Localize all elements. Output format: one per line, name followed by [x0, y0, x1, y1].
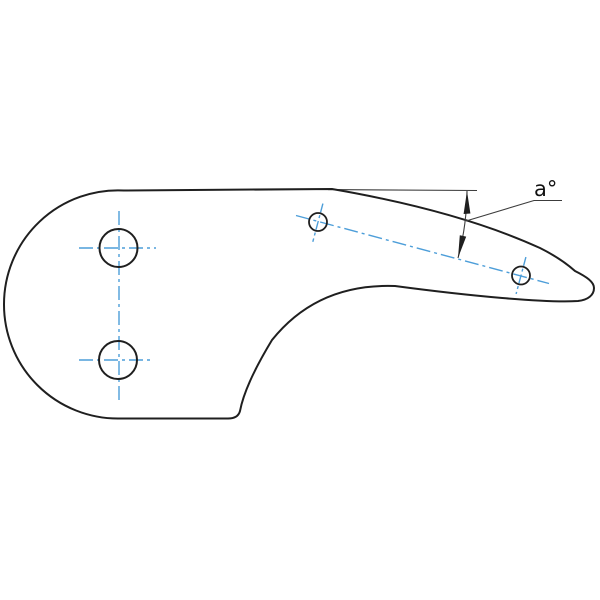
dimension-arrowhead-down-icon	[458, 235, 467, 258]
hole-right-lower	[511, 265, 531, 286]
hole-right-upper	[308, 212, 328, 232]
hole-left-lower	[98, 340, 138, 380]
dimension-arrowhead-up-icon	[463, 191, 471, 214]
centerline-tick-upper-small-hole	[312, 203, 324, 242]
dimension-leader-line	[465, 199, 562, 222]
angle-dimension-label: a°	[534, 177, 557, 201]
part-outline	[2, 188, 595, 420]
centerline-inclined-axis	[295, 214, 550, 285]
horizontal-reference-line	[327, 189, 478, 192]
centerline-tick-lower-small-hole	[515, 256, 527, 295]
hole-left-upper	[98, 228, 139, 268]
